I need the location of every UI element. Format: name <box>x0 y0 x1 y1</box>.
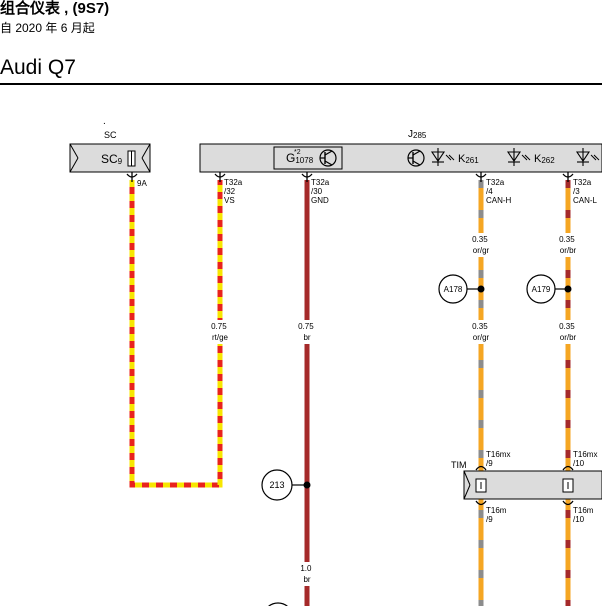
svg-text:G1078: G1078 <box>286 151 314 165</box>
sc-dot: . <box>103 116 106 127</box>
pin-30-label: T32a /30 GND <box>311 178 331 205</box>
led-indicator-icon <box>430 148 455 166</box>
svg-text:213: 213 <box>269 480 284 490</box>
control-unit-j285[interactable] <box>199 143 602 173</box>
sensor-g1078[interactable]: *2 G1078 <box>273 146 343 170</box>
pin-32-label: T32a /32 VS <box>224 178 244 205</box>
led-indicator-icon <box>575 148 600 166</box>
page-subtitle: 自 2020 年 6 月起 <box>0 21 95 35</box>
k261-sub-label: 261 <box>465 156 479 165</box>
svg-text:A179: A179 <box>532 285 551 294</box>
wire-label: 0.75 br <box>298 322 316 342</box>
pin-3-label: T32a /3 CAN-L <box>573 178 598 205</box>
tim-pin-label: T16m /9 <box>486 506 509 524</box>
svg-text:J285: J285 <box>408 129 427 140</box>
wire-label: 1.0 br <box>300 564 313 584</box>
header-divider <box>0 83 602 85</box>
tim-label: TIM <box>451 460 467 470</box>
j285-sub-label: 285 <box>413 131 427 140</box>
connector-arrow-icon <box>475 465 487 471</box>
tim-pin-label: T16m /10 <box>573 506 596 524</box>
wire-label: 0.75 rt/ge <box>211 322 229 342</box>
connector-arrow-icon <box>475 172 487 182</box>
node-partial <box>268 602 288 606</box>
connector-arrow-icon <box>214 172 226 182</box>
svg-text:A178: A178 <box>444 285 463 294</box>
connector-arrow-icon <box>562 500 574 506</box>
page-title: 组合仪表 , (9S7) <box>0 0 110 17</box>
wire-label: 0.35 or/br <box>559 322 577 342</box>
tim-pin-label: T16mx /10 <box>573 450 600 468</box>
node-a178[interactable]: A178 <box>438 274 485 304</box>
model-name: Audi Q7 <box>0 56 76 79</box>
sc-top-label: SC <box>104 130 117 140</box>
transistor-icon <box>319 149 337 167</box>
svg-text:K261: K261 <box>458 153 479 165</box>
connector-arrow-icon <box>126 172 138 182</box>
j285-main-label: J <box>408 129 413 140</box>
g1078-sub-label: 1078 <box>295 156 313 165</box>
svg-text:SC9: SC9 <box>101 152 123 166</box>
node-213[interactable]: 213 <box>261 469 311 501</box>
svg-text:K262: K262 <box>534 153 555 165</box>
node-a179[interactable]: A179 <box>526 274 572 304</box>
k262-sub-label: 262 <box>541 156 555 165</box>
transistor-icon <box>407 149 425 167</box>
sc-sub-label: 9 <box>118 157 123 166</box>
connector-arrow-icon <box>562 465 574 471</box>
wire-label: 0.35 or/gr <box>472 322 490 342</box>
connector-arrow-icon <box>475 500 487 506</box>
pin-4-label: T32a /4 CAN-H <box>486 178 512 205</box>
led-indicator-icon <box>506 148 531 166</box>
wire-label: 0.35 or/br <box>559 235 577 255</box>
connector-arrow-icon <box>562 172 574 182</box>
wire-label: 0.35 or/gr <box>472 235 490 255</box>
g1078-superscript: *2 <box>294 149 301 156</box>
connector-arrow-icon <box>301 172 313 182</box>
tim-connector[interactable]: TIM <box>451 460 602 500</box>
g1078-main-label: G <box>286 151 295 165</box>
fuse-box-sc[interactable]: . SC SC9 <box>69 116 151 173</box>
tim-pin-label: T16mx /9 <box>486 450 513 468</box>
k261-main-label: K <box>458 153 466 165</box>
k262-main-label: K <box>534 153 542 165</box>
sc-main-label: SC <box>101 152 118 166</box>
fuse-rating: 9A <box>137 179 147 188</box>
